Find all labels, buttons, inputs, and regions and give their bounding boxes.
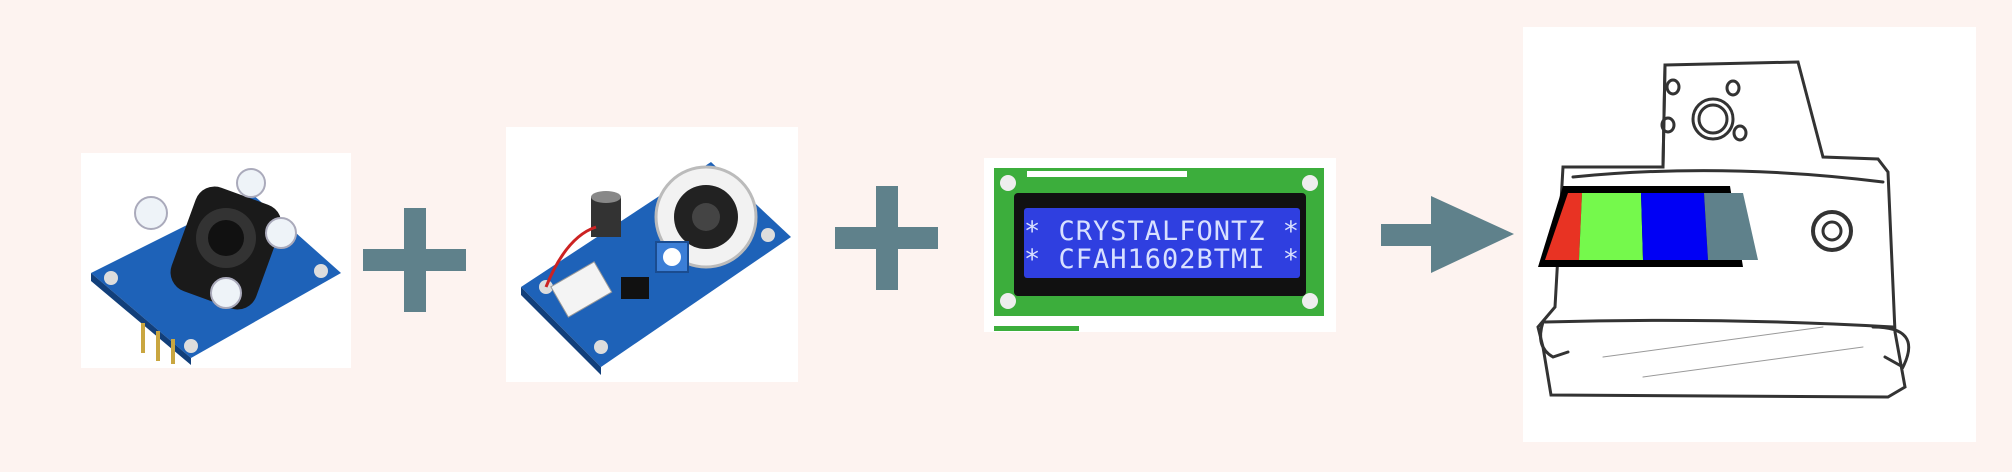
swatch-blue [1641, 193, 1708, 260]
swatch-red [1545, 193, 1582, 260]
swatch-green [1579, 193, 1643, 260]
device-sketch-image [1523, 27, 1976, 442]
speaker-module-image [506, 127, 798, 382]
lcd-1602-icon: * CRYSTALFONTZ * * CFAH1602BTMI * [994, 168, 1324, 331]
arrow-right-icon [1381, 196, 1514, 273]
swatch-gray [1704, 193, 1758, 260]
lcd-line-2: * CFAH1602BTMI * [1024, 244, 1300, 275]
color-sensor-icon [91, 168, 341, 365]
plus-icon [363, 208, 466, 312]
device-sketch-icon [1536, 60, 1911, 399]
speaker-module-icon [521, 162, 791, 375]
color-sensor-image [81, 153, 351, 368]
plus-icon [835, 186, 938, 290]
lcd-line-1: * CRYSTALFONTZ * [1024, 216, 1300, 247]
lcd-display-image: * CRYSTALFONTZ * * CFAH1602BTMI * [984, 158, 1336, 332]
